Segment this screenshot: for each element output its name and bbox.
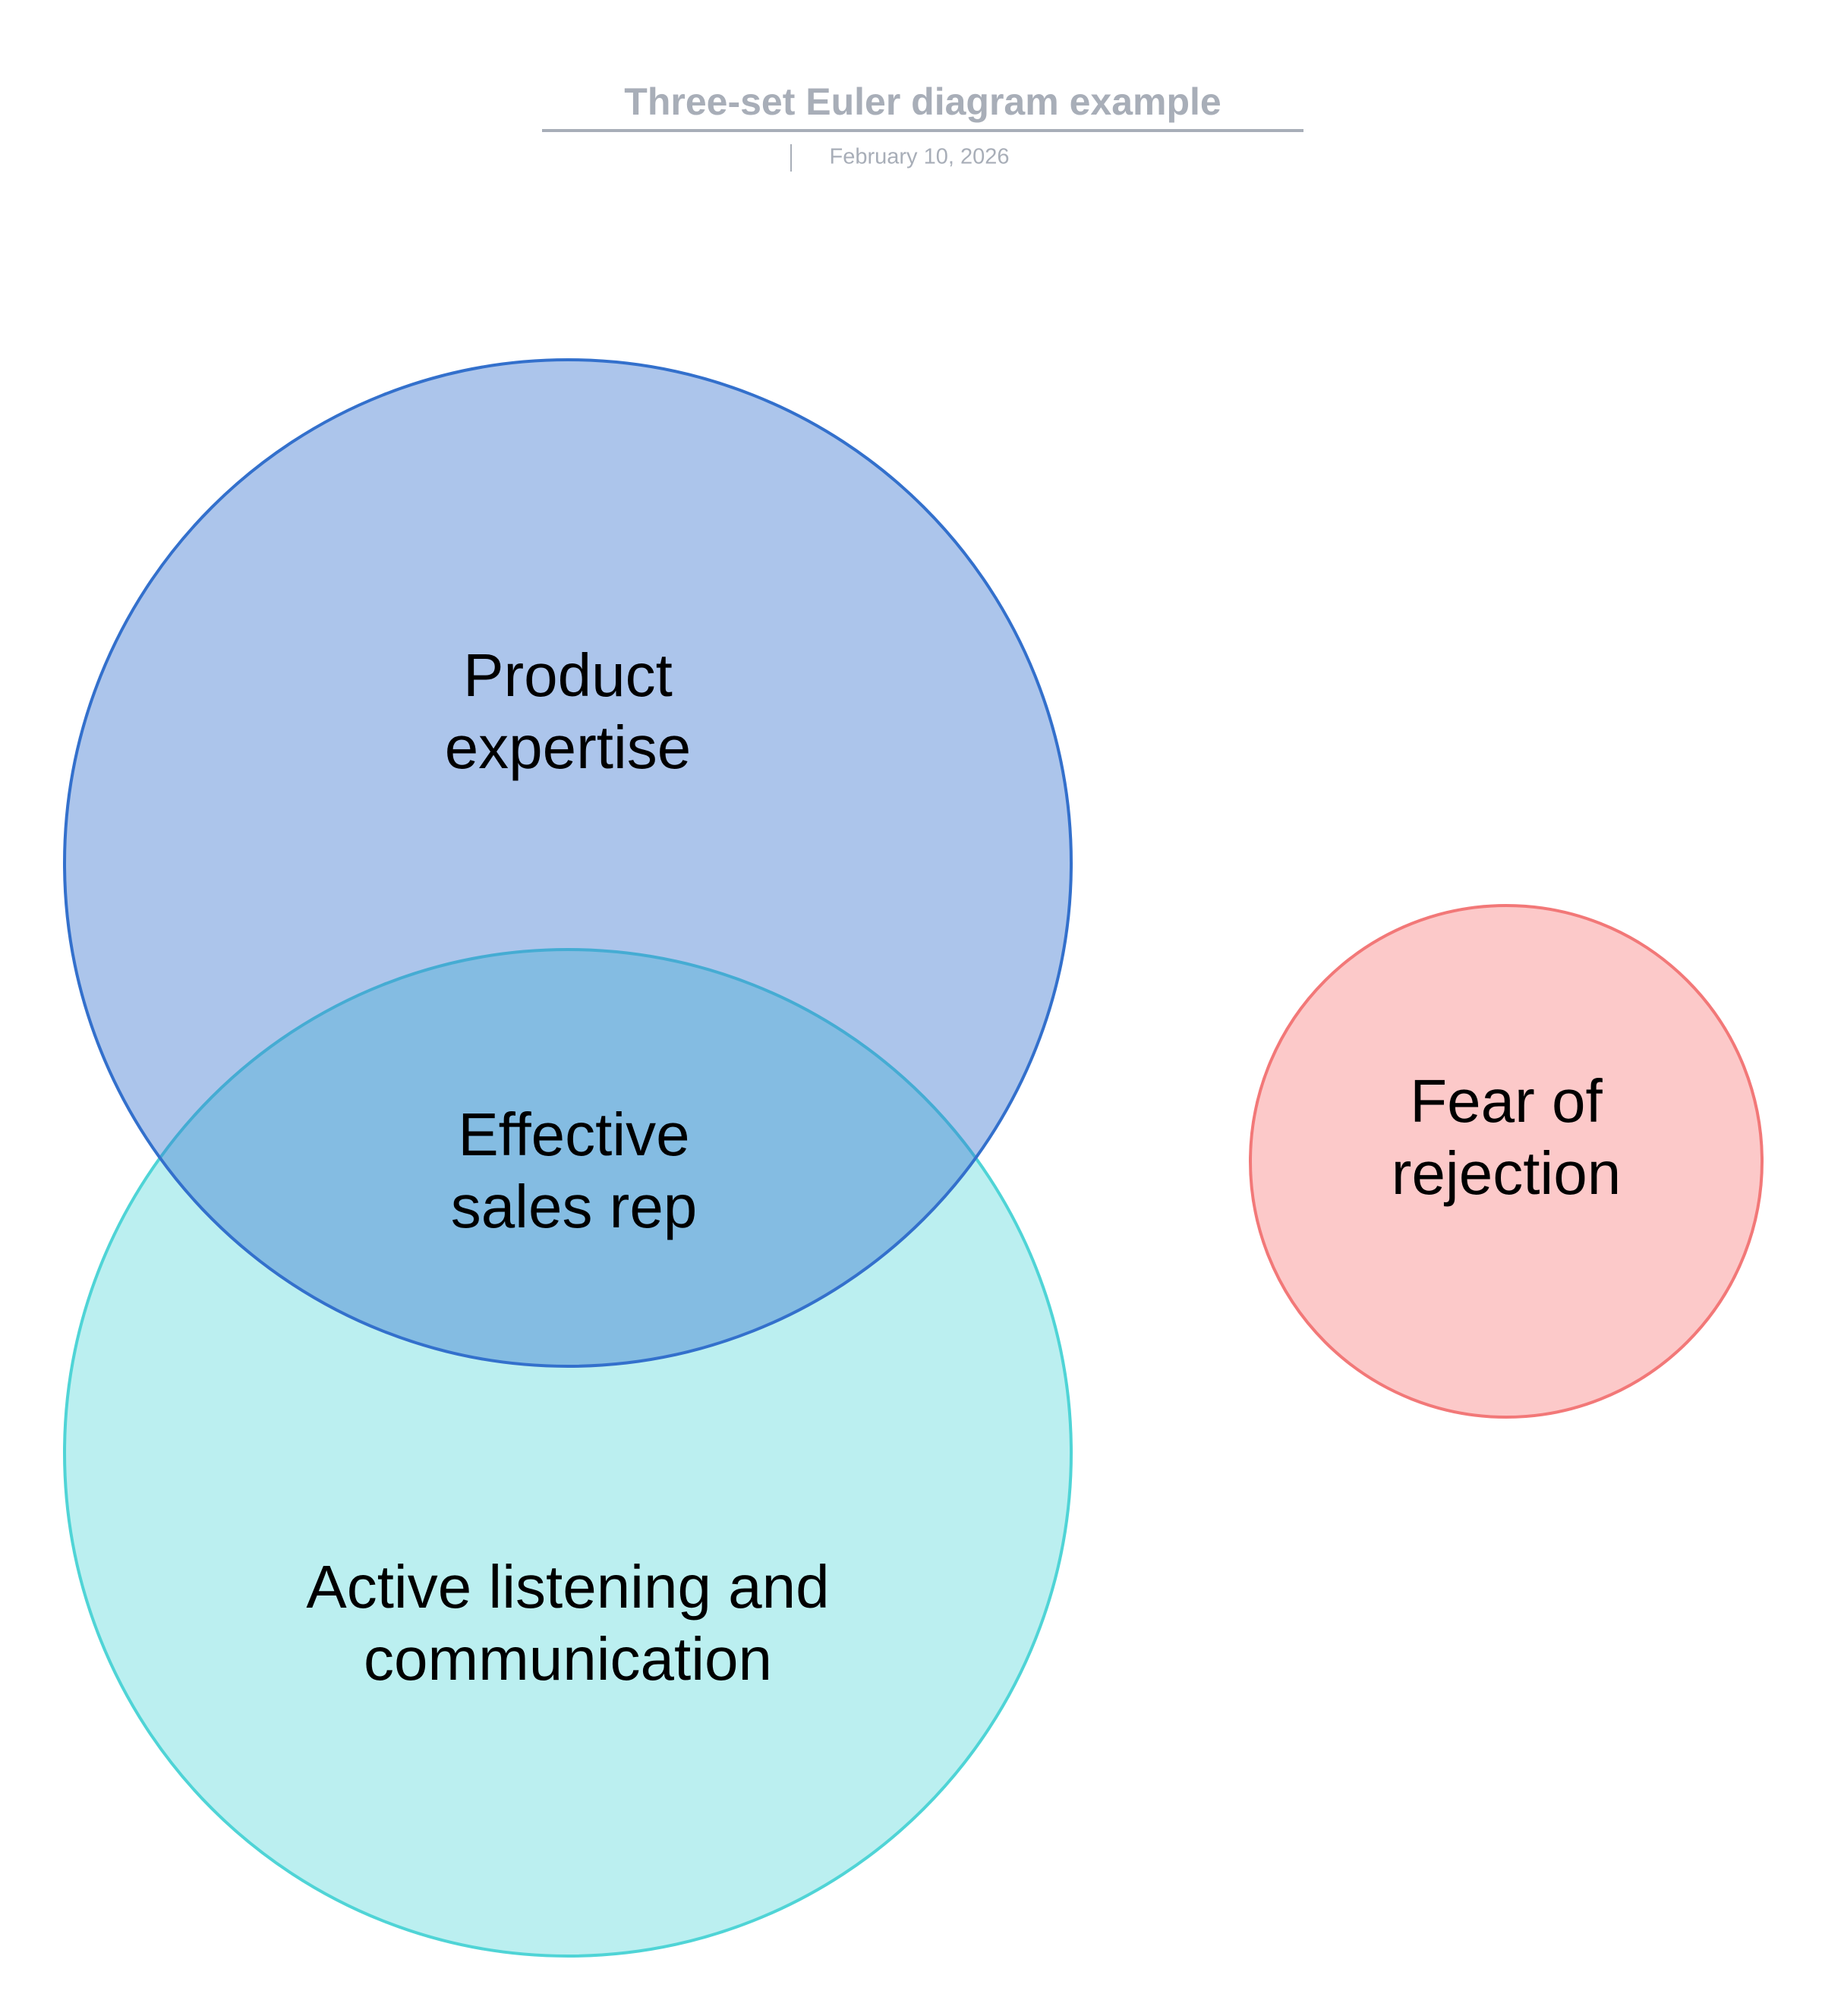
set-product-label-line1: Product bbox=[463, 641, 673, 709]
set-product-circle bbox=[63, 358, 1073, 1368]
diagram-date: February 10, 2026 bbox=[829, 144, 1010, 169]
title-underline bbox=[542, 129, 1303, 132]
intersection-label-line1: Effective bbox=[458, 1101, 689, 1168]
date-line: February 10, 2026 bbox=[0, 144, 1822, 172]
set-listening-label-line2: communication bbox=[364, 1625, 772, 1693]
set-fear-circle bbox=[1249, 904, 1764, 1419]
diagram-title: Three-set Euler diagram example bbox=[624, 80, 1221, 123]
set-listening-label-line1: Active listening and bbox=[306, 1553, 829, 1621]
set-fear-label-line1: Fear of bbox=[1410, 1067, 1603, 1135]
date-divider bbox=[790, 144, 792, 172]
set-product-label-line2: expertise bbox=[445, 713, 692, 781]
set-listening-circle bbox=[63, 948, 1073, 1958]
intersection-label-line2: sales rep bbox=[451, 1173, 698, 1240]
set-fear-label-line2: rejection bbox=[1392, 1139, 1621, 1207]
